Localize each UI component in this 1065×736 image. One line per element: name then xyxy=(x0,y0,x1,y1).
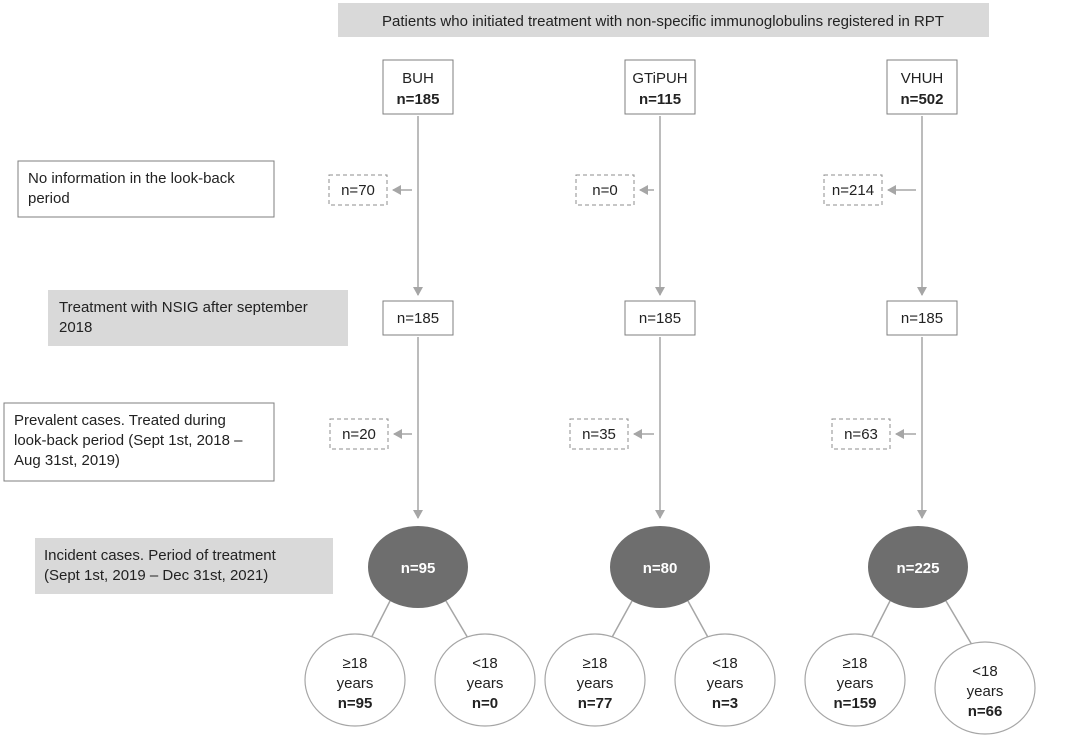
child-label-age: <18 xyxy=(472,655,497,672)
exclusion-2-n: n=35 xyxy=(582,426,616,443)
incident-n: n=80 xyxy=(643,560,678,577)
hospital-box-vhuh xyxy=(886,59,958,115)
exclusion-2-box xyxy=(329,418,389,450)
adult-label-age: ≥18 xyxy=(843,655,868,672)
hospital-name: VHUH xyxy=(901,70,944,87)
incident-n: n=225 xyxy=(897,560,940,577)
side-label-prevalent-box xyxy=(3,402,275,482)
exclusion-2-n: n=63 xyxy=(844,426,878,443)
exclusion-1-n: n=0 xyxy=(592,182,617,199)
child-circle xyxy=(934,641,1036,735)
nsig-n: n=185 xyxy=(397,310,439,327)
child-circle xyxy=(434,633,536,727)
hospital-name: GTiPUH xyxy=(632,70,687,87)
nsig-n: n=185 xyxy=(639,310,681,327)
child-label-age: <18 xyxy=(972,663,997,680)
child-n: n=0 xyxy=(472,695,498,712)
side-label-prevalent-line: Prevalent cases. Treated during xyxy=(14,412,226,429)
hospital-box-buh xyxy=(382,59,454,115)
incident-n: n=95 xyxy=(401,560,436,577)
side-label-prevalent-line: look-back period (Sept 1st, 2018 – xyxy=(14,432,243,449)
nsig-n: n=185 xyxy=(901,310,943,327)
hospital-n-initial: n=115 xyxy=(639,91,681,108)
exclusion-1-n: n=214 xyxy=(832,182,874,199)
nsig-box xyxy=(624,300,696,336)
exclusion-2-box xyxy=(831,418,891,450)
side-label-nsig-line: 2018 xyxy=(59,319,92,336)
adult-label-age: ≥18 xyxy=(583,655,608,672)
adult-circle xyxy=(304,633,406,727)
exclusion-1-n: n=70 xyxy=(341,182,375,199)
incident-ellipse xyxy=(368,526,468,608)
nsig-box xyxy=(382,300,454,336)
side-label-nsig-box xyxy=(48,290,348,346)
adult-label-age: ≥18 xyxy=(343,655,368,672)
exclusion-2-n: n=20 xyxy=(342,426,376,443)
child-n: n=3 xyxy=(712,695,738,712)
hospital-box-gtipuh xyxy=(624,59,696,115)
adult-circle xyxy=(804,633,906,727)
header-text: Patients who initiated treatment with no… xyxy=(382,13,944,30)
line-to-child xyxy=(945,600,976,651)
header-box xyxy=(338,3,989,37)
incident-ellipse xyxy=(868,526,968,608)
side-label-nsig-line: Treatment with NSIG after september xyxy=(59,299,308,316)
exclusion-1-box xyxy=(328,174,388,206)
adult-label-years: years xyxy=(837,675,874,692)
side-label-incident-line: Incident cases. Period of treatment xyxy=(44,547,277,564)
hospital-n-initial: n=502 xyxy=(901,91,944,108)
adult-label-years: years xyxy=(337,675,374,692)
side-label-prevalent-line: Aug 31st, 2019) xyxy=(14,452,120,469)
child-label-age: <18 xyxy=(712,655,737,672)
exclusion-1-box xyxy=(575,174,635,206)
nsig-box xyxy=(886,300,958,336)
adult-n: n=77 xyxy=(578,695,613,712)
side-label-no-info-line: No information in the look-back xyxy=(28,170,235,187)
exclusion-1-box xyxy=(823,174,883,206)
child-circle xyxy=(674,633,776,727)
side-label-no-info-line: period xyxy=(28,190,70,207)
adult-n: n=95 xyxy=(338,695,373,712)
side-label-incident-box xyxy=(35,538,333,594)
hospital-n-initial: n=185 xyxy=(397,91,440,108)
exclusion-2-box xyxy=(569,418,629,450)
child-label-years: years xyxy=(467,675,504,692)
child-label-years: years xyxy=(967,683,1004,700)
adult-n: n=159 xyxy=(834,695,877,712)
adult-circle xyxy=(544,633,646,727)
child-label-years: years xyxy=(707,675,744,692)
side-label-no-info-box xyxy=(17,160,275,218)
side-label-incident-line: (Sept 1st, 2019 – Dec 31st, 2021) xyxy=(44,567,268,584)
adult-label-years: years xyxy=(577,675,614,692)
child-n: n=66 xyxy=(968,703,1003,720)
incident-ellipse xyxy=(610,526,710,608)
hospital-name: BUH xyxy=(402,70,434,87)
